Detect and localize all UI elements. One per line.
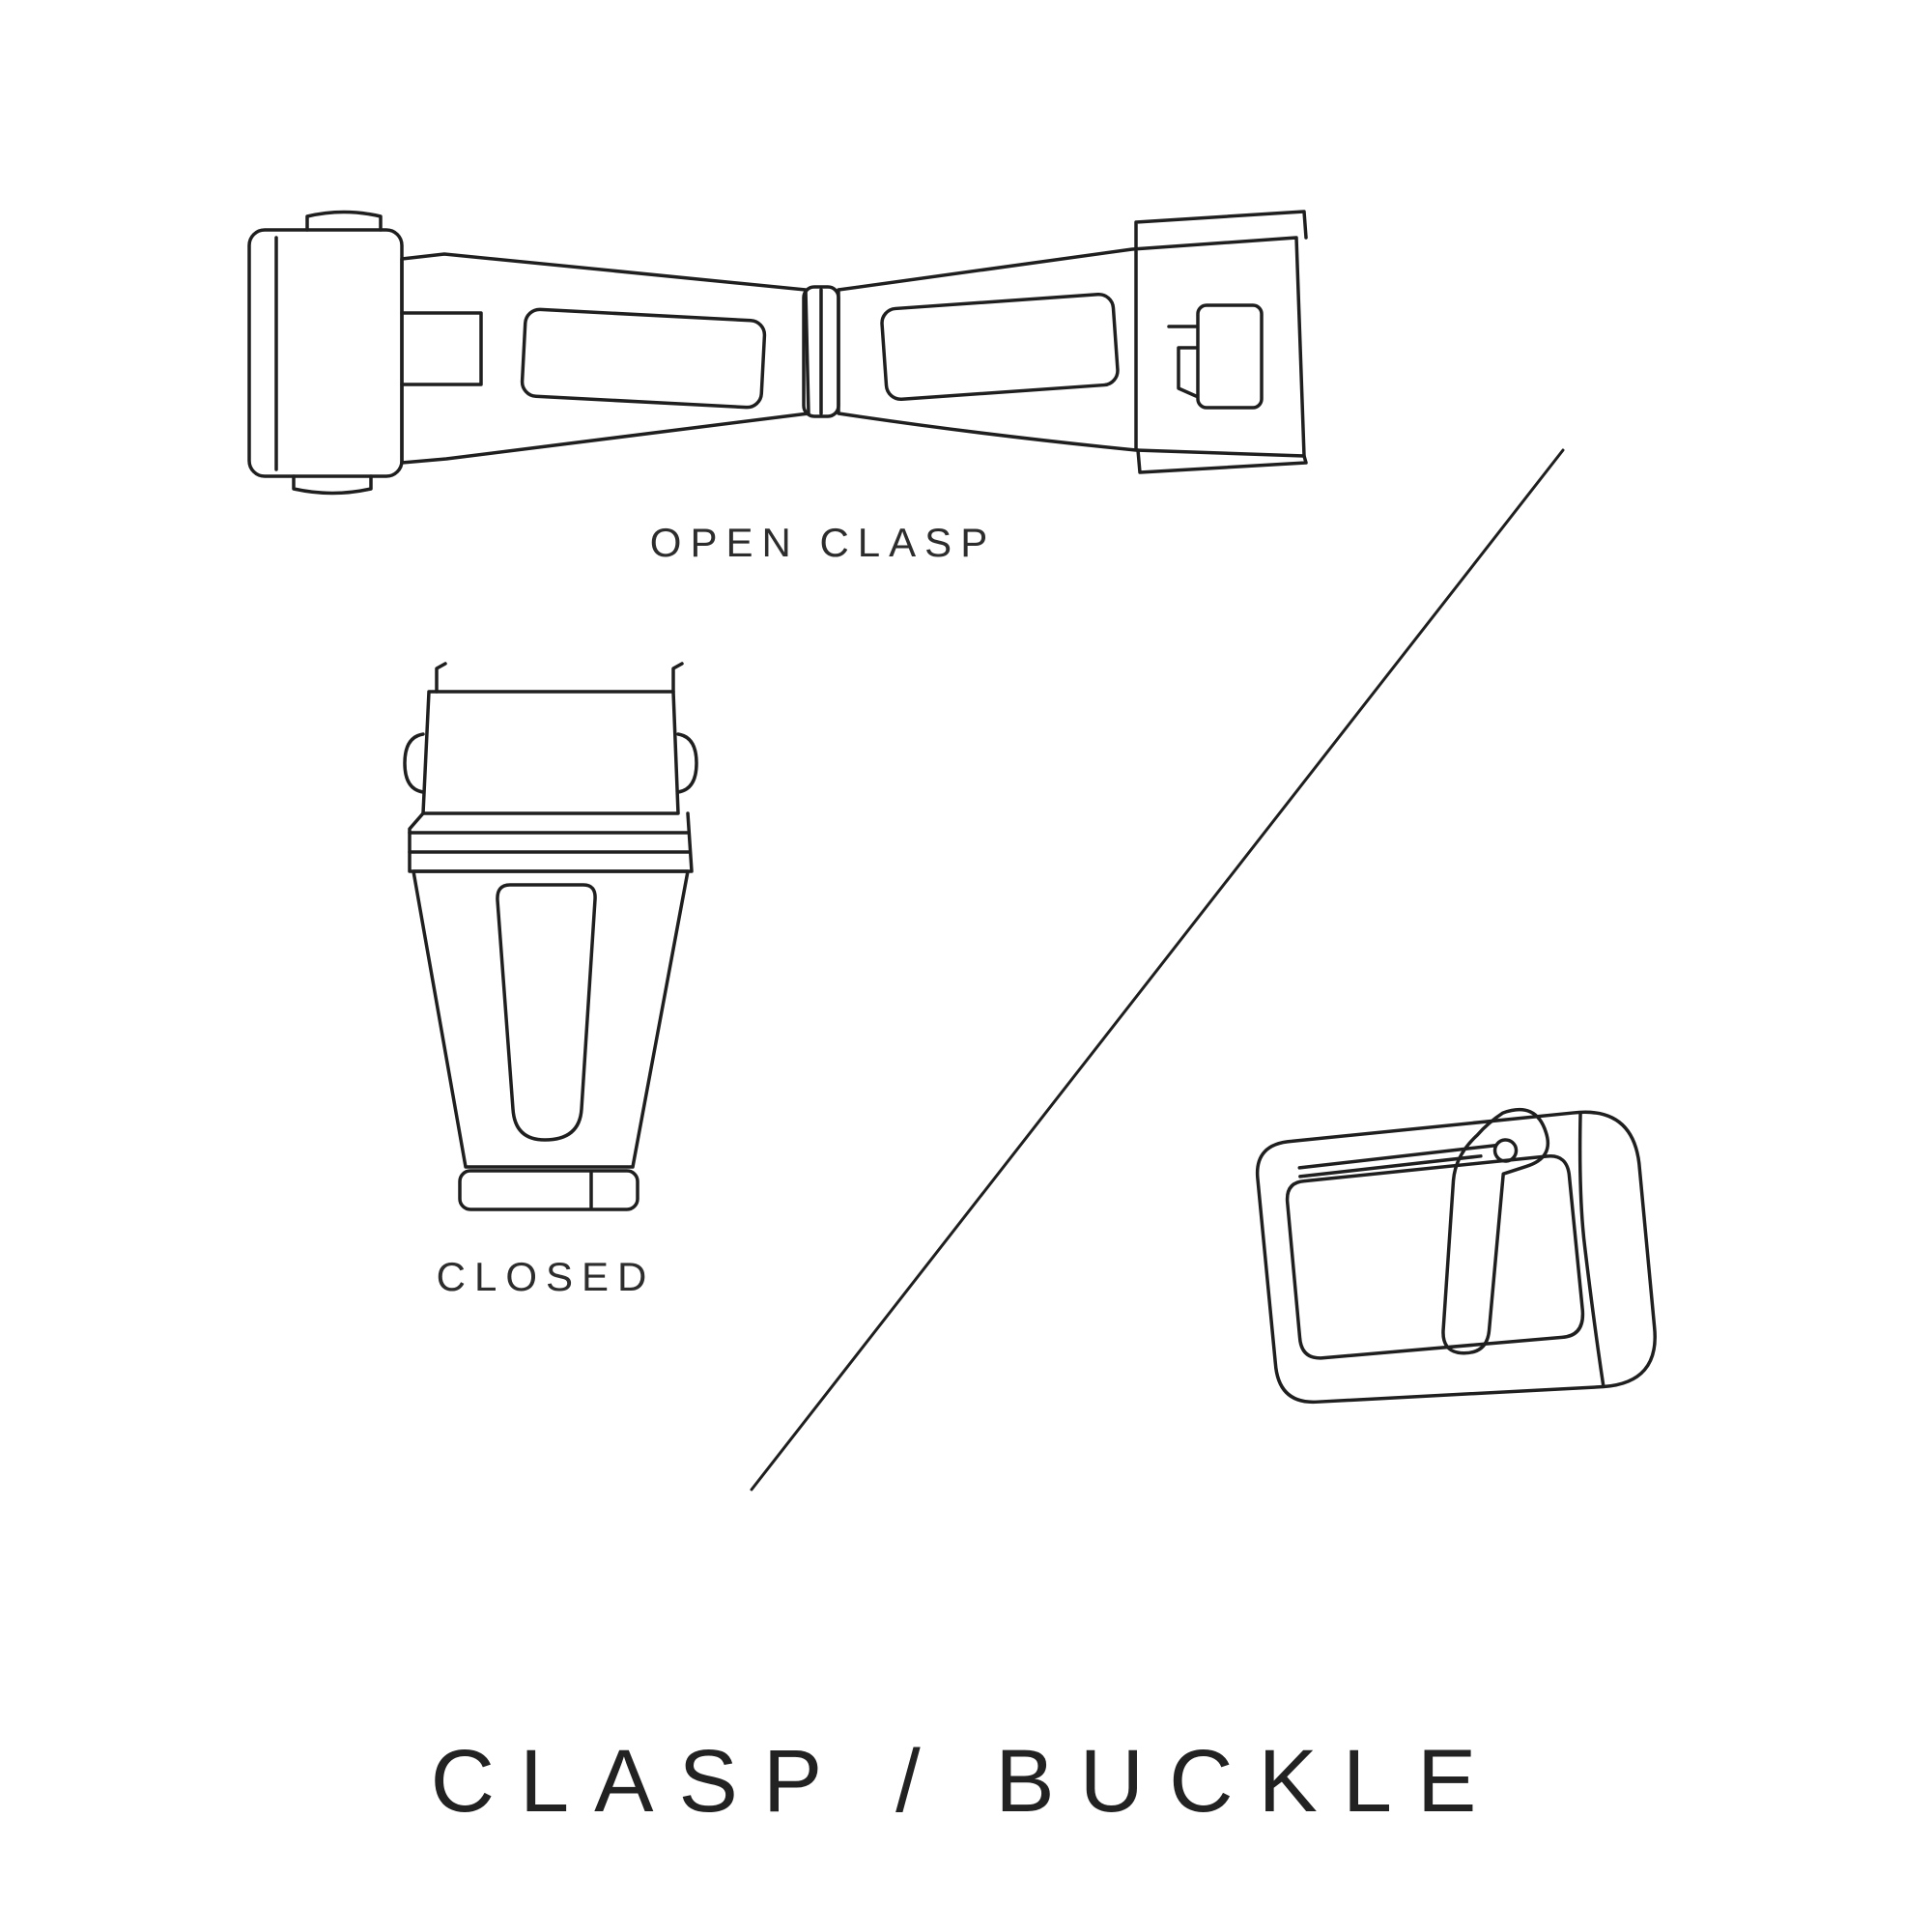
- open-clasp-catch: [1196, 303, 1264, 410]
- buckle-inner-opening: [1285, 1154, 1585, 1360]
- buckle-outer-frame: [1255, 1110, 1657, 1405]
- open-clasp-label: OPEN CLASP: [649, 520, 997, 565]
- page-title: CLASP / BUCKLE: [430, 1732, 1502, 1831]
- closed-clasp-right-prong: [671, 662, 684, 694]
- open-clasp-catch-hook: [1167, 325, 1198, 398]
- open-clasp-right-bottom-band: [1136, 448, 1308, 474]
- closed-clasp-left-ear: [403, 732, 425, 794]
- closed-clasp-head: [421, 690, 680, 815]
- open-clasp-right-arm: [837, 236, 1306, 458]
- open-clasp-illustration: [247, 210, 1308, 496]
- buckle-pin-ring: [1492, 1138, 1519, 1163]
- open-clasp-left-flap: [247, 228, 404, 478]
- open-clasp-left-window: [520, 307, 767, 410]
- closed-clasp-label: CLOSED: [436, 1254, 656, 1299]
- diagonal-divider-line: [750, 448, 1565, 1492]
- closed-clasp-body-window: [496, 883, 597, 1142]
- closed-clasp-right-ear: [676, 732, 698, 794]
- open-clasp-right-top-band: [1134, 210, 1308, 249]
- buckle-right-bar-edge: [1577, 1111, 1605, 1388]
- tang-buckle-illustration: [1255, 1107, 1657, 1405]
- buckle-tongue: [1441, 1107, 1550, 1355]
- closed-clasp-left-prong: [435, 662, 447, 694]
- open-clasp-right-window: [880, 293, 1120, 401]
- open-clasp-left-arm: [400, 252, 810, 465]
- open-clasp-left-notch: [400, 311, 483, 386]
- open-clasp-top-tab: [305, 210, 383, 232]
- closed-clasp-base: [458, 1169, 639, 1211]
- open-clasp-bottom-tab: [292, 474, 373, 496]
- closed-clasp-band: [408, 811, 694, 873]
- line-art-group: [247, 210, 1657, 1492]
- buckle-pin-bottom: [1298, 1154, 1483, 1179]
- closed-clasp-body: [412, 869, 690, 1169]
- closed-clasp-illustration: [403, 662, 698, 1211]
